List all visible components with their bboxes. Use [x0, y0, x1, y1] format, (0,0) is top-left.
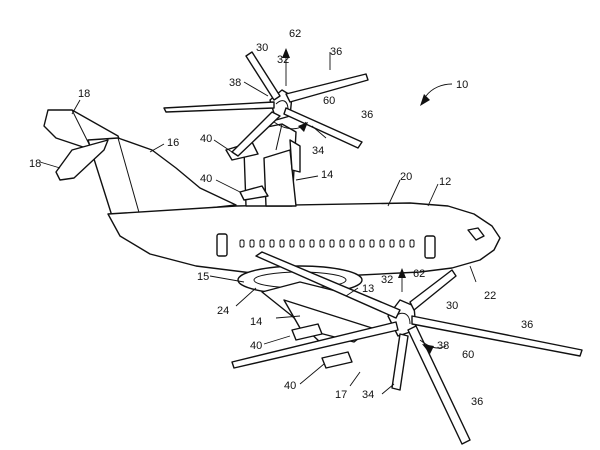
- label-16: 16: [167, 137, 179, 149]
- lower-engine-pod-2: [322, 352, 352, 368]
- label-36-top-a: 36: [330, 46, 342, 58]
- label-13: 13: [362, 283, 374, 295]
- label-32-bottom: 32: [381, 274, 393, 286]
- label-22: 22: [484, 290, 496, 302]
- label-60-bottom: 60: [462, 349, 474, 361]
- label-36-bottom-a: 36: [521, 319, 533, 331]
- label-40-a: 40: [200, 133, 212, 145]
- upper-wing-nacelle: [164, 48, 368, 206]
- label-40-b: 40: [200, 173, 212, 185]
- upper-blade-2: [164, 102, 274, 112]
- label-62-top: 62: [289, 28, 301, 40]
- label-36-bottom-b: 36: [471, 396, 483, 408]
- label-34-bottom: 34: [362, 389, 374, 401]
- label-14-bottom: 14: [250, 316, 262, 328]
- label-30-top: 30: [256, 42, 268, 54]
- label-24: 24: [217, 305, 229, 317]
- label-18-top: 18: [78, 88, 90, 100]
- label-34-top: 34: [312, 145, 324, 157]
- label-36-top-b: 36: [361, 109, 373, 121]
- label-38-top: 38: [229, 77, 241, 89]
- label-14-top: 14: [321, 169, 333, 181]
- fuselage-body: [108, 203, 500, 276]
- label-12: 12: [439, 176, 451, 188]
- lower-blade-5: [392, 334, 408, 390]
- label-10: 10: [456, 79, 468, 91]
- label-40-c: 40: [250, 340, 262, 352]
- label-32-top: 32: [277, 54, 289, 66]
- label-38-bottom: 38: [437, 340, 449, 352]
- label-40-d: 40: [284, 380, 296, 392]
- label-62-bottom: 62: [413, 268, 425, 280]
- vertical-fin: [88, 138, 236, 216]
- label-60-top: 60: [323, 95, 335, 107]
- tail-assembly: [44, 110, 236, 216]
- label-30-bottom: 30: [446, 300, 458, 312]
- label-15: 15: [197, 271, 209, 283]
- label-20: 20: [400, 171, 412, 183]
- label-17: 17: [335, 389, 347, 401]
- label-18-left: 18: [29, 158, 41, 170]
